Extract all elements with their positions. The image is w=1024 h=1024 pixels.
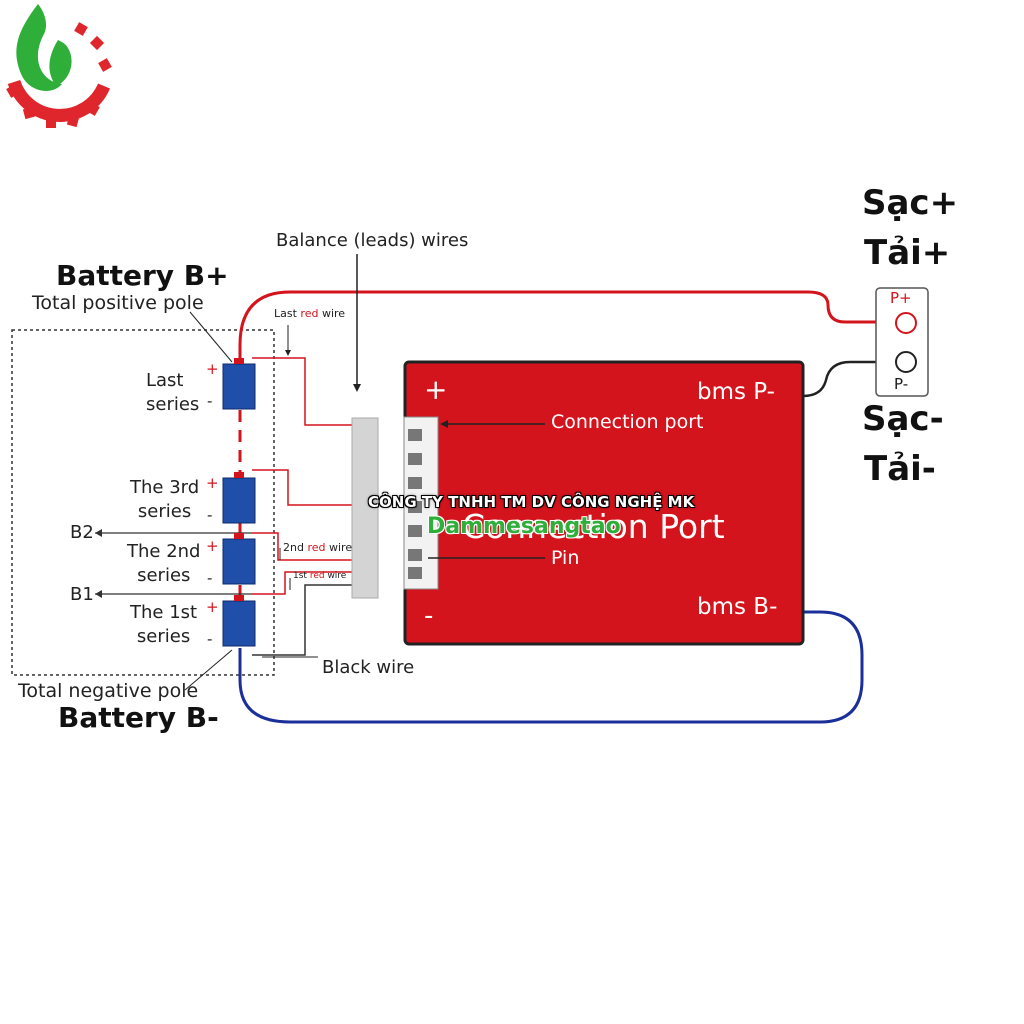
cell-1st-plus: + xyxy=(206,598,219,616)
battery-negative-subtitle: Total negative pole xyxy=(18,680,199,702)
charge-plus-label: Sạc+ xyxy=(862,183,959,223)
first-red-wire-label: 1st red wire xyxy=(293,571,347,581)
positive-pole-pointer xyxy=(189,311,233,363)
gear-icon xyxy=(6,22,112,128)
cell-2nd-plus: + xyxy=(206,537,219,555)
cell-3rd xyxy=(222,477,256,524)
p-minus-wire xyxy=(802,360,893,398)
tap-b2-label: B2 xyxy=(70,522,94,543)
flame-icon xyxy=(16,4,72,91)
negative-blue-wire xyxy=(238,610,864,724)
battery-negative-title: Battery B- xyxy=(58,701,219,734)
pin-label: Pin xyxy=(551,547,580,569)
balance-connector xyxy=(351,417,379,599)
tap-b1-label: B1 xyxy=(70,584,94,605)
balance-wires-label: Balance (leads) wires xyxy=(276,230,469,251)
connection-port-big-label: Connection Port xyxy=(462,507,725,546)
bms-b-minus-label: bms B- xyxy=(697,594,778,620)
p-plus-terminal xyxy=(895,312,917,334)
cell-3rd-minus: - xyxy=(207,506,213,524)
balance-black-wire xyxy=(252,584,358,656)
board-minus-label: - xyxy=(424,601,434,631)
balance-wire-2nd xyxy=(252,532,358,561)
balance-wire-last xyxy=(252,357,358,426)
negative-pole-pointer xyxy=(184,649,233,691)
balance-wire-3rd xyxy=(252,469,358,506)
battery-positive-subtitle: Total positive pole xyxy=(32,292,204,314)
battery-pack-outline xyxy=(11,329,275,676)
company-logo xyxy=(6,4,112,128)
cell-2nd xyxy=(222,538,256,585)
bms-p-minus-label: bms P- xyxy=(697,379,775,405)
black-wire-label: Black wire xyxy=(322,657,415,678)
cell-3rd-plus: + xyxy=(206,474,219,492)
cell-2nd-minus: - xyxy=(207,569,213,587)
watermark-company: CÔNG TY TNHH TM DV CÔNG NGHỆ MK xyxy=(368,493,695,511)
charge-minus-label: Sạc- xyxy=(862,399,944,439)
last-red-wire-label: Last red wire xyxy=(274,307,346,320)
connection-port-label: Connection port xyxy=(551,411,704,433)
battery-positive-title: Battery B+ xyxy=(56,259,229,292)
cell-1st xyxy=(222,600,256,647)
cell-last-plus: + xyxy=(206,360,219,378)
load-plus-label: Tải+ xyxy=(864,233,951,273)
second-red-wire-label: 2nd red wire xyxy=(283,541,353,554)
output-terminal-box xyxy=(875,287,929,397)
p-minus-terminal xyxy=(895,351,917,373)
p-plus-label: P+ xyxy=(890,289,912,307)
load-minus-label: Tải- xyxy=(864,449,936,489)
watermark-brand: Dammesangtao xyxy=(427,514,621,539)
balance-wire-1st xyxy=(252,571,358,595)
board-plus-label: + xyxy=(424,373,448,406)
main-positive-wire xyxy=(238,290,893,360)
p-minus-label: P- xyxy=(894,375,909,393)
cell-last xyxy=(222,363,256,410)
cell-1st-minus: - xyxy=(207,630,213,648)
cell-last-minus: - xyxy=(207,392,213,410)
